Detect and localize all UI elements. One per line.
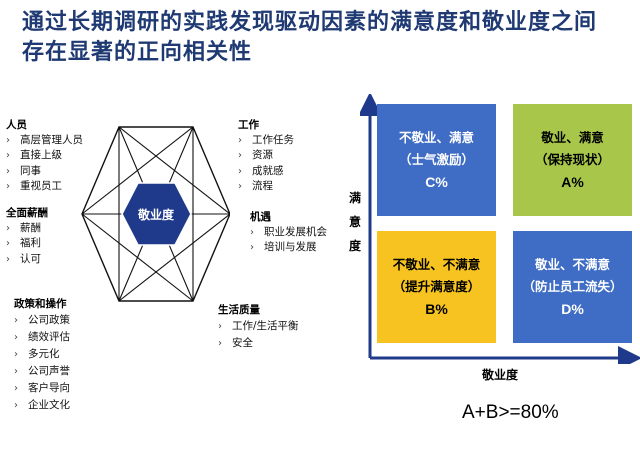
title-line-1: 通过长期调研的实践发现驱动因素的满意度和敬业度之间: [22, 10, 598, 35]
quadrant-title: 敬业、满意: [541, 130, 604, 145]
factor-item: ›企业文化: [14, 399, 70, 411]
y-axis-label: 满意度: [348, 191, 361, 253]
factor-item: ›安全: [218, 337, 253, 349]
factor-item: ›成就感: [238, 164, 284, 177]
factor-item: ›工作任务: [238, 133, 294, 146]
quadrant-title: 不敬业、不满意: [392, 257, 481, 272]
quadrant-subtitle: （保持现状）: [534, 152, 610, 167]
factor-item: ›公司声誉: [14, 365, 70, 377]
factor-group-quality-of-life: 生活质量 ›工作/生活平衡 ›安全: [218, 302, 299, 352]
quadrant-subtitle: （防止员工流失）: [522, 279, 623, 294]
hexagon-center: [121, 182, 192, 246]
factor-item: ›绩效评估: [14, 331, 70, 343]
factor-item: ›工作/生活平衡: [218, 320, 299, 332]
factor-heading-quality-of-life: 生活质量: [218, 304, 260, 316]
factor-item: ›认可: [6, 252, 41, 265]
quadrant-top-left: 不敬业、满意 （士气激励） C%: [377, 104, 496, 216]
driver-hexagon-diagram: 敬业度: [81, 126, 230, 302]
factor-item: ›多元化: [14, 348, 60, 360]
quadrant-title: 不敬业、满意: [398, 130, 474, 145]
quadrant-bottom-right: 敬业、不满意 （防止员工流失） D%: [513, 231, 632, 343]
factor-group-work: 工作 ›工作任务 ›资源 ›成就感 ›流程: [238, 118, 294, 195]
factor-group-policies: 政策和操作 ›公司政策 ›绩效评估 ›多元化 ›公司声誉 ›客户导向 ›企业文化: [14, 296, 70, 414]
factor-item: ›培训与发展: [250, 241, 317, 254]
x-axis-label: 敬业度: [482, 368, 519, 382]
factor-item: ›职业发展机会: [250, 225, 327, 238]
quadrant-title: 敬业、不满意: [534, 257, 610, 272]
factor-item: ›薪酬: [6, 221, 41, 234]
factor-heading-rewards: 全面薪酬: [6, 207, 48, 219]
factor-item: ›流程: [238, 180, 273, 193]
quadrant-percent: C%: [425, 174, 448, 190]
factor-heading-work: 工作: [238, 119, 259, 131]
quadrant-subtitle: （士气激励）: [398, 152, 474, 167]
quadrant-top-right: 敬业、满意 （保持现状） A%: [513, 104, 632, 216]
matrix-axes: [360, 94, 640, 364]
title-line-2: 存在显著的正向相关性: [22, 40, 253, 65]
quadrant-subtitle: （提升满意度）: [392, 279, 481, 294]
page-title: 通过长期调研的实践发现驱动因素的满意度和敬业度之间 存在显著的正向相关性: [22, 8, 622, 68]
factor-item: ›重视员工: [6, 180, 62, 193]
factor-item: ›公司政策: [14, 314, 70, 326]
factor-group-people: 人员 ›高层管理人员 ›直接上级 ›同事 ›重视员工: [6, 118, 83, 195]
hexagon-spokes: [81, 126, 230, 302]
factor-item: ›福利: [6, 237, 41, 250]
factor-heading-opportunities: 机遇: [250, 211, 271, 223]
factor-item: ›客户导向: [14, 382, 70, 394]
hexagon-center-label: 敬业度: [137, 207, 175, 222]
factor-item: ›资源: [238, 149, 273, 162]
factor-item: ›直接上级: [6, 149, 62, 162]
quadrant-percent: D%: [561, 301, 584, 317]
factor-heading-people: 人员: [6, 119, 27, 131]
factor-item: ›同事: [6, 164, 41, 177]
factor-group-rewards: 全面薪酬 ›薪酬 ›福利 ›认可: [6, 206, 48, 267]
factor-heading-policies: 政策和操作: [14, 298, 67, 310]
factor-item: ›高层管理人员: [6, 133, 83, 146]
quadrant-percent: B%: [425, 301, 448, 317]
quadrant-bottom-left: 不敬业、不满意 （提升满意度） B%: [377, 231, 496, 343]
quadrant-percent: A%: [561, 174, 584, 190]
factor-group-opportunities: 机遇 ›职业发展机会 ›培训与发展: [250, 210, 327, 256]
target-formula: A+B>=80%: [462, 402, 559, 423]
